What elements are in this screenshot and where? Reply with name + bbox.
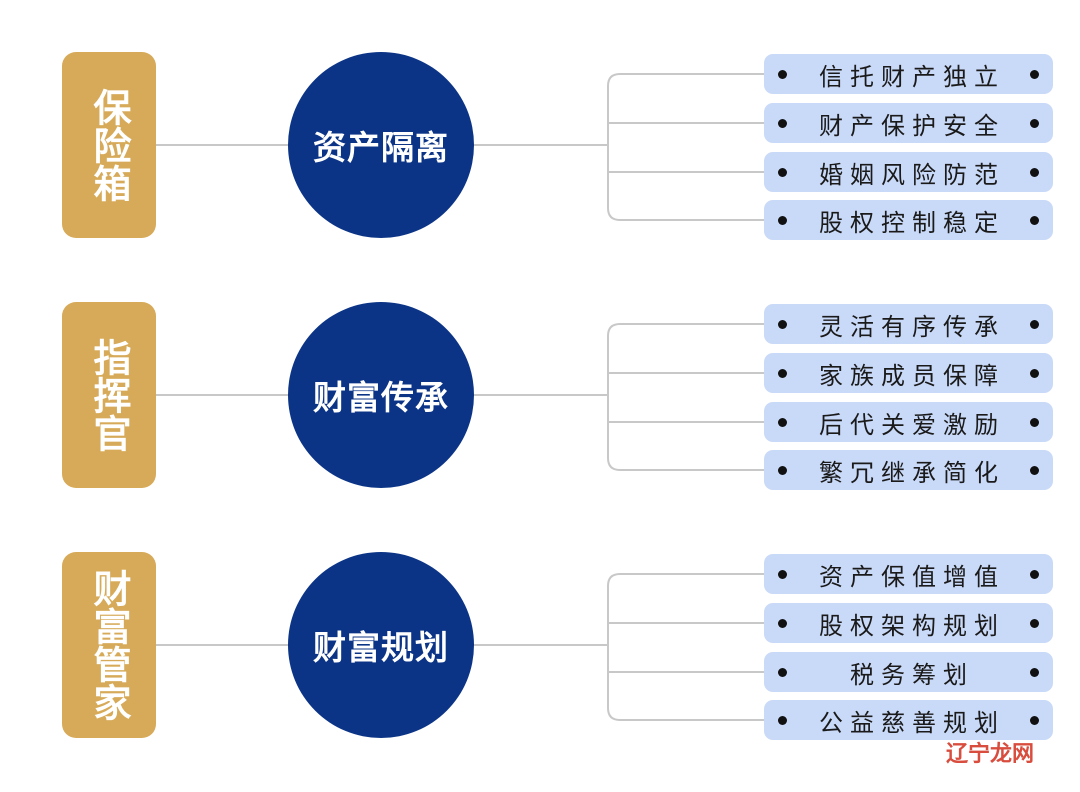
bullet-dot-icon xyxy=(778,667,787,677)
bullet-dot-icon xyxy=(1030,69,1039,79)
benefit-item-label: 股权控制稳定 xyxy=(819,208,1005,237)
benefit-item-label: 灵活有序传承 xyxy=(819,312,1005,341)
benefit-item-label: 股权架构规划 xyxy=(819,611,1005,640)
group-wealth-inheritance: 指挥官 财富传承 灵活有序传承家族成员保障后代关爱激励繁冗继承简化 xyxy=(0,302,1080,542)
benefit-item-label: 婚姻风险防范 xyxy=(819,160,1005,189)
benefit-item-label: 家族成员保障 xyxy=(819,361,1005,390)
benefit-item: 股权架构规划 xyxy=(764,603,1053,643)
benefit-item: 财产保护安全 xyxy=(764,103,1053,143)
bullet-dot-icon xyxy=(778,417,787,427)
benefit-item: 资产保值增值 xyxy=(764,554,1053,594)
benefit-item-label: 繁冗继承简化 xyxy=(819,458,1005,487)
bullet-dot-icon xyxy=(778,215,787,225)
hub-title: 资产隔离 xyxy=(313,128,449,167)
branch-trunk xyxy=(607,73,621,221)
bullet-dot-icon xyxy=(1030,465,1039,475)
benefit-item: 公益慈善规划 xyxy=(764,700,1053,740)
benefit-item: 股权控制稳定 xyxy=(764,200,1053,240)
group-wealth-planning: 财富管家 财富规划 资产保值增值股权架构规划税务筹划公益慈善规划 xyxy=(0,552,1080,792)
bullet-dot-icon xyxy=(1030,618,1039,628)
bullet-dot-icon xyxy=(778,618,787,628)
benefit-item-label: 后代关爱激励 xyxy=(819,410,1005,439)
benefit-item: 繁冗继承简化 xyxy=(764,450,1053,490)
bullet-dot-icon xyxy=(1030,167,1039,177)
bullet-dot-icon xyxy=(778,368,787,378)
bullet-dot-icon xyxy=(1030,715,1039,725)
role-label-box: 指挥官 xyxy=(62,302,156,488)
bullet-dot-icon xyxy=(778,569,787,579)
hub-circle: 资产隔离 xyxy=(288,52,474,238)
bullet-dot-icon xyxy=(1030,215,1039,225)
bullet-dot-icon xyxy=(778,715,787,725)
role-label: 指挥官 xyxy=(87,338,131,452)
benefit-item: 灵活有序传承 xyxy=(764,304,1053,344)
hub-title: 财富规划 xyxy=(313,628,449,667)
bullet-dot-icon xyxy=(1030,319,1039,329)
bullet-dot-icon xyxy=(778,319,787,329)
bullet-dot-icon xyxy=(1030,368,1039,378)
benefit-item: 信托财产独立 xyxy=(764,54,1053,94)
hub-circle: 财富传承 xyxy=(288,302,474,488)
role-label-box: 财富管家 xyxy=(62,552,156,738)
branch-trunk xyxy=(607,573,621,721)
hub-title: 财富传承 xyxy=(313,378,449,417)
bullet-dot-icon xyxy=(778,69,787,79)
benefit-item: 税务筹划 xyxy=(764,652,1053,692)
bullet-dot-icon xyxy=(778,118,787,128)
bullet-dot-icon xyxy=(1030,417,1039,427)
hub-circle: 财富规划 xyxy=(288,552,474,738)
benefit-item: 后代关爱激励 xyxy=(764,402,1053,442)
role-label: 财富管家 xyxy=(87,569,131,721)
bullet-dot-icon xyxy=(1030,667,1039,677)
bullet-dot-icon xyxy=(778,465,787,475)
benefit-item-label: 公益慈善规划 xyxy=(819,708,1005,737)
bullet-dot-icon xyxy=(1030,569,1039,579)
group-asset-isolation: 保险箱 资产隔离 信托财产独立财产保护安全婚姻风险防范股权控制稳定 xyxy=(0,52,1080,292)
benefit-item: 家族成员保障 xyxy=(764,353,1053,393)
benefit-item-label: 税务筹划 xyxy=(850,660,974,689)
benefit-item: 婚姻风险防范 xyxy=(764,152,1053,192)
benefit-item-label: 资产保值增值 xyxy=(819,562,1005,591)
role-label-box: 保险箱 xyxy=(62,52,156,238)
bullet-dot-icon xyxy=(1030,118,1039,128)
benefit-item-label: 财产保护安全 xyxy=(819,111,1005,140)
bullet-dot-icon xyxy=(778,167,787,177)
benefit-item-label: 信托财产独立 xyxy=(819,62,1005,91)
branch-trunk xyxy=(607,323,621,471)
watermark: 辽宁龙网 xyxy=(946,741,1035,767)
role-label: 保险箱 xyxy=(87,88,131,202)
